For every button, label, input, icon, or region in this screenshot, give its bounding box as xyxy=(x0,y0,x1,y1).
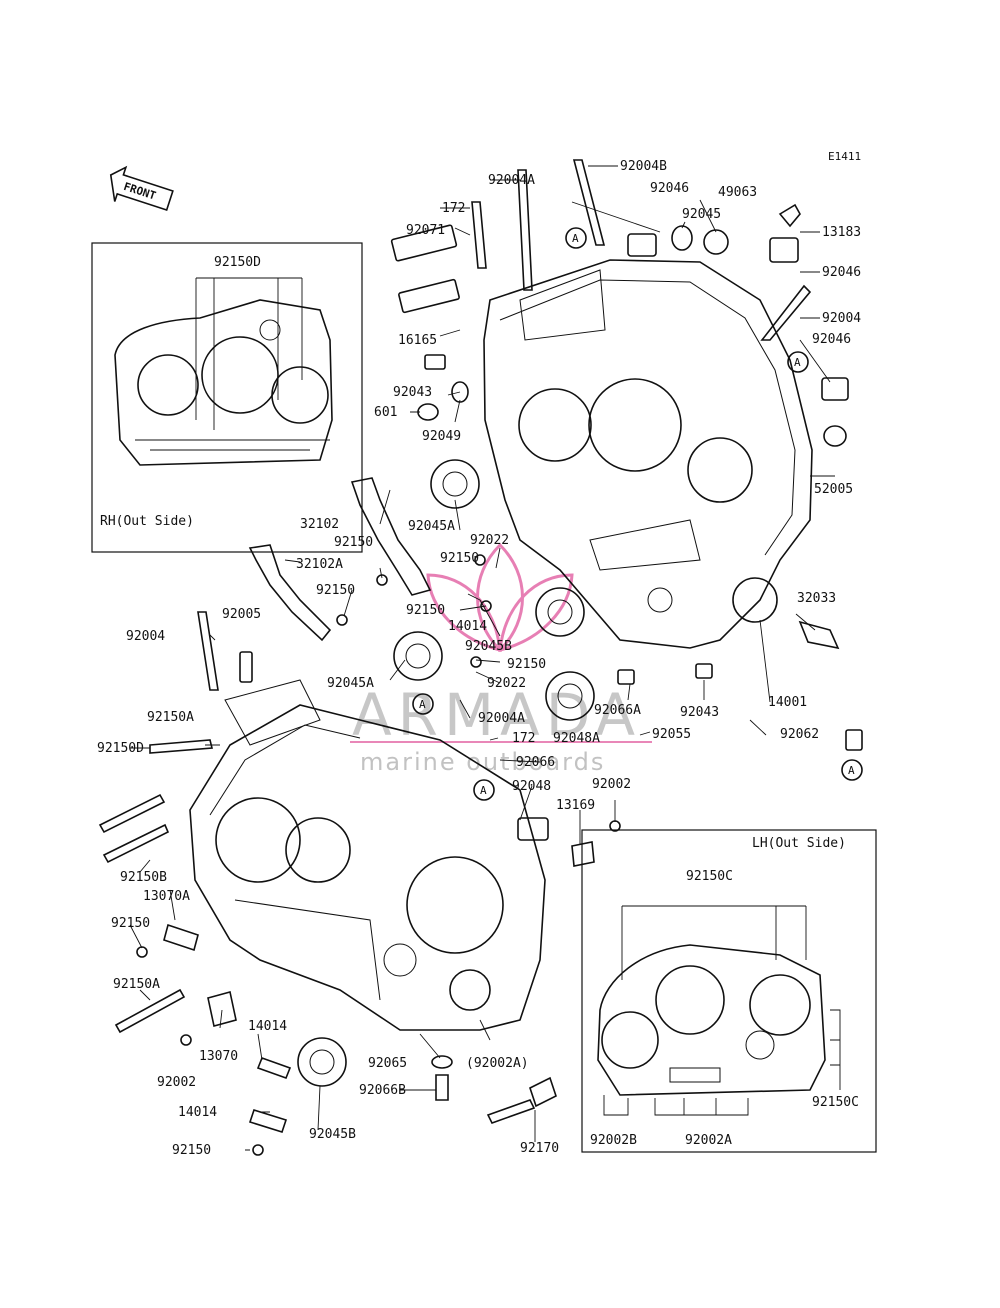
part-label: 32033 xyxy=(797,591,836,606)
part-label: 92004 xyxy=(822,311,861,326)
part-label: 92150 xyxy=(111,916,150,931)
svg-text:A: A xyxy=(480,784,487,797)
part-label: 92062 xyxy=(780,727,819,742)
part-label: 92065 xyxy=(368,1056,407,1071)
part-label: 13169 xyxy=(556,798,595,813)
part-label: (92002A) xyxy=(466,1056,529,1071)
ref-mark-4: A xyxy=(473,779,495,801)
ref-marks: A A A A A xyxy=(412,227,863,801)
part-label: 92055 xyxy=(652,727,691,742)
part-label: 92150 xyxy=(334,535,373,550)
part-label: 92150A xyxy=(147,710,194,725)
hardware xyxy=(98,159,863,1156)
ref-mark-3: A xyxy=(412,693,434,715)
part-label: 92066B xyxy=(359,1083,406,1098)
svg-text:A: A xyxy=(419,698,426,711)
lh-inset-part-right: 92150C xyxy=(812,1095,859,1110)
part-label: 92048 xyxy=(512,779,551,794)
rh-inset-caption: RH(Out Side) xyxy=(100,514,194,529)
watermark-sub: marine outboards xyxy=(360,748,605,776)
part-label: 92004 xyxy=(126,629,165,644)
part-label: 92022 xyxy=(487,676,526,691)
part-label: 92066A xyxy=(594,703,641,718)
front-arrow-icon: FRONT xyxy=(109,165,174,211)
part-label: 16165 xyxy=(398,333,437,348)
part-label: 92045 xyxy=(682,207,721,222)
lh-inset-part-a: 92002A xyxy=(685,1133,732,1148)
lh-inset-part-b: 92002B xyxy=(590,1133,637,1148)
part-label: 14014 xyxy=(448,619,487,634)
part-label: 92004A xyxy=(488,173,535,188)
part-label: 172 xyxy=(442,201,465,216)
part-label: 92170 xyxy=(520,1141,559,1156)
front-label: FRONT xyxy=(122,180,158,203)
part-label: 601 xyxy=(374,405,397,420)
part-label: 92150B xyxy=(120,870,167,885)
part-label: 13183 xyxy=(822,225,861,240)
part-label: 92150 xyxy=(406,603,445,618)
part-label: 92045B xyxy=(465,639,512,654)
part-label: 92002 xyxy=(592,777,631,792)
rh-inset: 92150D RH(Out Side) xyxy=(91,242,363,553)
part-label: 92150D xyxy=(97,741,144,756)
svg-text:A: A xyxy=(794,356,801,369)
part-label: 14001 xyxy=(768,695,807,710)
svg-text:A: A xyxy=(572,232,579,245)
upper-crankcase-half xyxy=(483,259,813,649)
part-label: 92150 xyxy=(440,551,479,566)
part-label: 92046 xyxy=(822,265,861,280)
lower-crankcase-half xyxy=(189,679,546,1031)
part-label: 92045A xyxy=(327,676,374,691)
ref-mark-2: A xyxy=(787,351,809,373)
part-label: 92066 xyxy=(516,755,555,770)
part-label: 92150 xyxy=(507,657,546,672)
watermark: ARMADA marine outboards xyxy=(350,542,652,776)
part-label: 92071 xyxy=(406,223,445,238)
part-label: 14014 xyxy=(178,1105,217,1120)
part-label: 92150A xyxy=(113,977,160,992)
part-label: 92002 xyxy=(157,1075,196,1090)
part-label: 92049 xyxy=(422,429,461,444)
part-label: 92043 xyxy=(393,385,432,400)
part-label: 92150 xyxy=(172,1143,211,1158)
part-label: 92004A xyxy=(478,711,525,726)
ref-mark-1: A xyxy=(565,227,587,249)
part-label: 92150 xyxy=(316,583,355,598)
part-label: 92046 xyxy=(812,332,851,347)
lh-inset-part-top: 92150C xyxy=(686,869,733,884)
part-label: 13070A xyxy=(143,889,190,904)
leader-lines xyxy=(129,165,835,1151)
part-label: 52005 xyxy=(814,482,853,497)
part-label: 92022 xyxy=(470,533,509,548)
rh-inset-part: 92150D xyxy=(214,255,261,270)
part-label: 92005 xyxy=(222,607,261,622)
part-label: 92004B xyxy=(620,159,667,174)
lh-inset: LH(Out Side) 92150C 92150C 92002B 92002A xyxy=(581,829,877,1153)
diagram-code: E1411 xyxy=(828,150,861,163)
svg-text:A: A xyxy=(848,764,855,777)
ref-mark-5: A xyxy=(841,759,863,781)
part-label: 92046 xyxy=(650,181,689,196)
part-label: 92045A xyxy=(408,519,455,534)
part-label: 32102A xyxy=(296,557,343,572)
part-label: 13070 xyxy=(199,1049,238,1064)
part-label: 32102 xyxy=(300,517,339,532)
part-label: 49063 xyxy=(718,185,757,200)
part-label: 92045B xyxy=(309,1127,356,1142)
part-label: 172 xyxy=(512,731,535,746)
part-label: 14014 xyxy=(248,1019,287,1034)
part-label: 92048A xyxy=(553,731,600,746)
watermark-main: ARMADA xyxy=(352,681,641,749)
watermark-lotus-icon xyxy=(426,542,574,653)
lh-inset-caption: LH(Out Side) xyxy=(752,836,846,851)
part-label: 92043 xyxy=(680,705,719,720)
